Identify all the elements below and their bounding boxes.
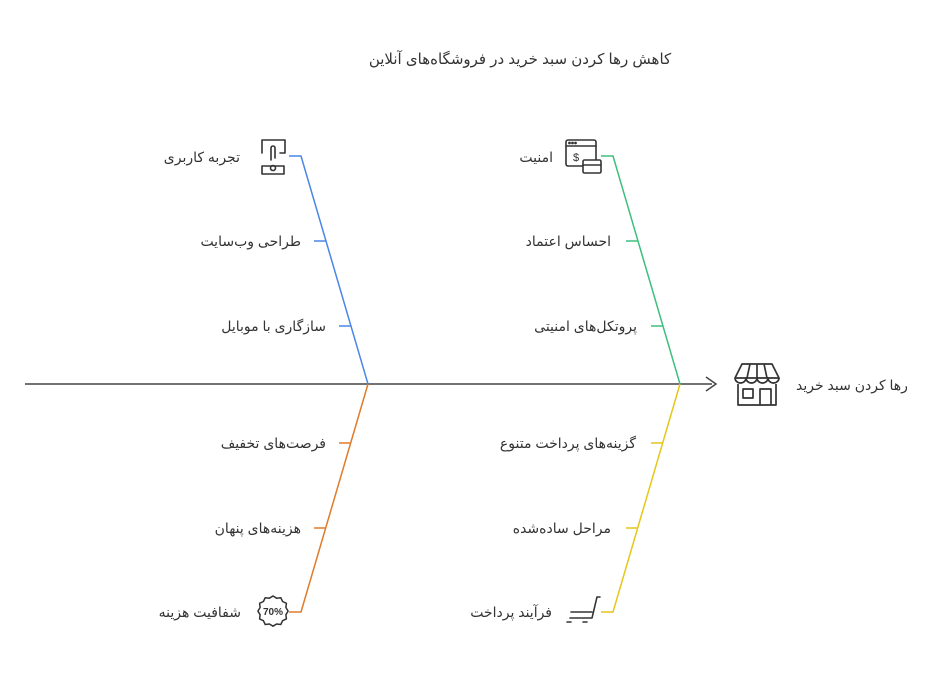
- category-checkout-process: فرآیند پرداخت: [470, 604, 552, 620]
- cause-mobile-compatibility: سازگاری با موبایل: [221, 318, 326, 334]
- cause-trust-feeling: احساس اعتماد: [525, 233, 611, 249]
- cause-discount-opportunities: فرصت‌های تخفیف: [220, 435, 326, 451]
- cause-website-design: طراحی وب‌سایت: [200, 233, 301, 249]
- bone-security: [601, 155, 681, 385]
- svg-text:$: $: [573, 152, 579, 164]
- bone-cost-transparency: [289, 383, 369, 613]
- cause-simplified-steps: مراحل ساده‌شده: [512, 520, 611, 536]
- category-user-experience: تجربه کاربری: [163, 149, 240, 165]
- discount-badge-text: 70%: [263, 607, 283, 618]
- diagram-title: کاهش رها کردن سبد خرید در فروشگاه‌های آن…: [368, 51, 672, 68]
- discount-badge-icon: 70%: [257, 595, 289, 627]
- category-cost-transparency: شفافیت هزینه: [158, 604, 241, 620]
- spine-arrowhead: [705, 376, 718, 392]
- cause-security-protocols: پروتکل‌های امنیتی: [534, 318, 637, 334]
- bone-user-experience: [289, 155, 369, 385]
- shopping-cart-icon: [566, 596, 601, 623]
- effect-label: رها کردن سبد خرید: [796, 377, 908, 393]
- touch-screen-icon: [261, 139, 286, 175]
- cause-hidden-costs: هزینه‌های پنهان: [214, 520, 301, 536]
- cause-payment-options: گزینه‌های پرداخت متنوع: [499, 435, 636, 451]
- secure-payment-icon: $: [565, 139, 602, 174]
- category-security: امنیت: [519, 149, 553, 165]
- bone-checkout-process: [601, 383, 681, 613]
- storefront-icon: [734, 363, 780, 406]
